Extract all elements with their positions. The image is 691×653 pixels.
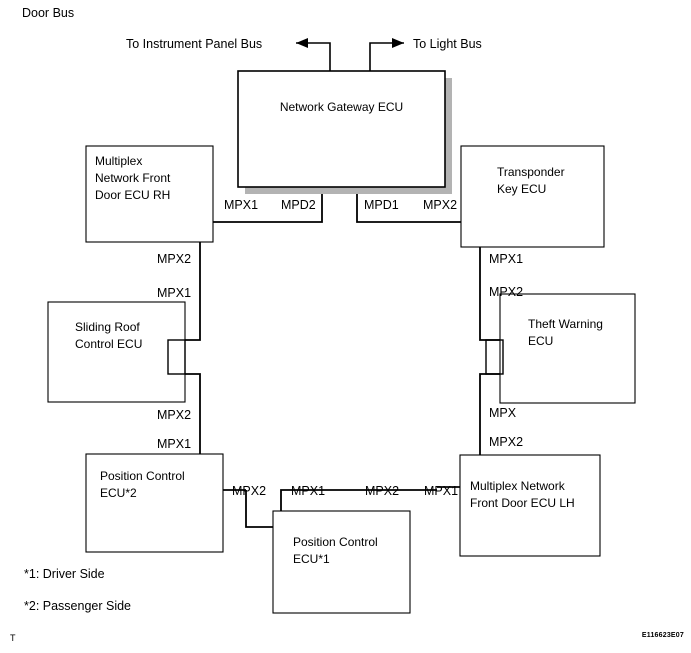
theft-warning-rect	[499, 293, 636, 404]
rh-label-line-2: Network Front	[95, 171, 171, 185]
node-position-control-ecu-2[interactable]: Position Control ECU*2	[85, 453, 224, 553]
lh-label-line-2: Front Door ECU LH	[470, 496, 575, 510]
port-mpd1: MPD1	[364, 198, 399, 212]
arrow-label-left: To Instrument Panel Bus	[126, 37, 262, 51]
node-multiplex-network-front-door-ecu-lh[interactable]: Multiplex Network Front Door ECU LH	[459, 454, 601, 557]
node-theft-warning-ecu[interactable]: Theft Warning ECU	[485, 293, 636, 404]
figure-code: E116623E07	[642, 632, 684, 639]
arrow-line-right	[369, 42, 404, 71]
lh-label-line-1: Multiplex Network	[470, 479, 566, 493]
theft-warning-label-line-1: Theft Warning	[528, 317, 603, 331]
port-labels: MPX1 MPD2 MPD1 MPX2 MPX2 MPX1 MPX1 MPX2 …	[157, 198, 523, 498]
lh-rect	[459, 454, 601, 557]
node-transponder-key-ecu[interactable]: Transponder Key ECU	[460, 145, 605, 248]
rh-rect	[85, 145, 214, 243]
port-mpx2-position1-right: MPX2	[365, 484, 399, 498]
note-driver-side: *1: Driver Side	[24, 567, 105, 581]
position-control-2-label-line-1: Position Control	[100, 469, 185, 483]
port-mpx2-rh-out: MPX2	[157, 252, 191, 266]
port-mpx-theft-out: MPX	[489, 406, 517, 420]
port-mpx2-sliding-out: MPX2	[157, 408, 191, 422]
gateway-rect	[237, 70, 446, 188]
arrow-head-right-icon	[392, 38, 404, 48]
rh-label-line-3: Door ECU RH	[95, 188, 170, 202]
transponder-rect	[460, 145, 605, 248]
port-mpx1-sliding-in: MPX1	[157, 286, 191, 300]
port-mpx1-gateway-left: MPX1	[224, 198, 258, 212]
sliding-roof-port-stub	[167, 339, 186, 375]
sliding-roof-rect	[47, 301, 186, 403]
node-multiplex-network-front-door-ecu-rh[interactable]: Multiplex Network Front Door ECU RH	[85, 145, 214, 243]
arrow-label-right: To Light Bus	[413, 37, 482, 51]
position-control-2-rect	[85, 453, 224, 553]
theft-warning-port-stub	[485, 339, 504, 375]
page-title: Door Bus	[22, 6, 74, 20]
position-control-1-label-line-2: ECU*1	[293, 552, 330, 566]
sliding-roof-label-line-2: Control ECU	[75, 337, 142, 351]
rh-label-line-1: Multiplex	[95, 154, 142, 168]
port-mpx1-position2-in: MPX1	[157, 437, 191, 451]
port-mpx1-transponder-out: MPX1	[489, 252, 523, 266]
arrow-to-instrument-panel-bus: To Instrument Panel Bus	[126, 37, 331, 71]
port-mpx2-theft-in: MPX2	[489, 285, 523, 299]
theft-warning-label-line-2: ECU	[528, 334, 553, 348]
arrow-line-left	[296, 42, 331, 71]
port-mpx2-position2-out: MPX2	[232, 484, 266, 498]
position-control-1-rect	[272, 510, 411, 614]
port-mpx2-lh-in: MPX2	[489, 435, 523, 449]
arrow-to-light-bus: To Light Bus	[369, 37, 482, 71]
transponder-label-line-1: Transponder	[497, 165, 565, 179]
transponder-label-line-2: Key ECU	[497, 182, 546, 196]
position-control-1-label-line-1: Position Control	[293, 535, 378, 549]
node-sliding-roof-control-ecu[interactable]: Sliding Roof Control ECU	[47, 301, 186, 403]
port-mpx1-position1-left: MPX1	[291, 484, 325, 498]
port-mpd2: MPD2	[281, 198, 316, 212]
port-mpx2-gateway-right: MPX2	[423, 198, 457, 212]
gateway-label-line-1: Network Gateway ECU	[280, 100, 403, 114]
note-passenger-side: *2: Passenger Side	[24, 599, 131, 613]
node-position-control-ecu-1[interactable]: Position Control ECU*1	[272, 510, 411, 614]
position-control-2-label-line-2: ECU*2	[100, 486, 137, 500]
corner-mark: T	[10, 633, 16, 643]
port-mpx1-lh-left: MPX1	[424, 484, 458, 498]
arrow-head-left-icon	[296, 38, 308, 48]
sliding-roof-label-line-1: Sliding Roof	[75, 320, 140, 334]
node-network-gateway-ecu[interactable]: Network Gateway ECU	[237, 70, 452, 194]
